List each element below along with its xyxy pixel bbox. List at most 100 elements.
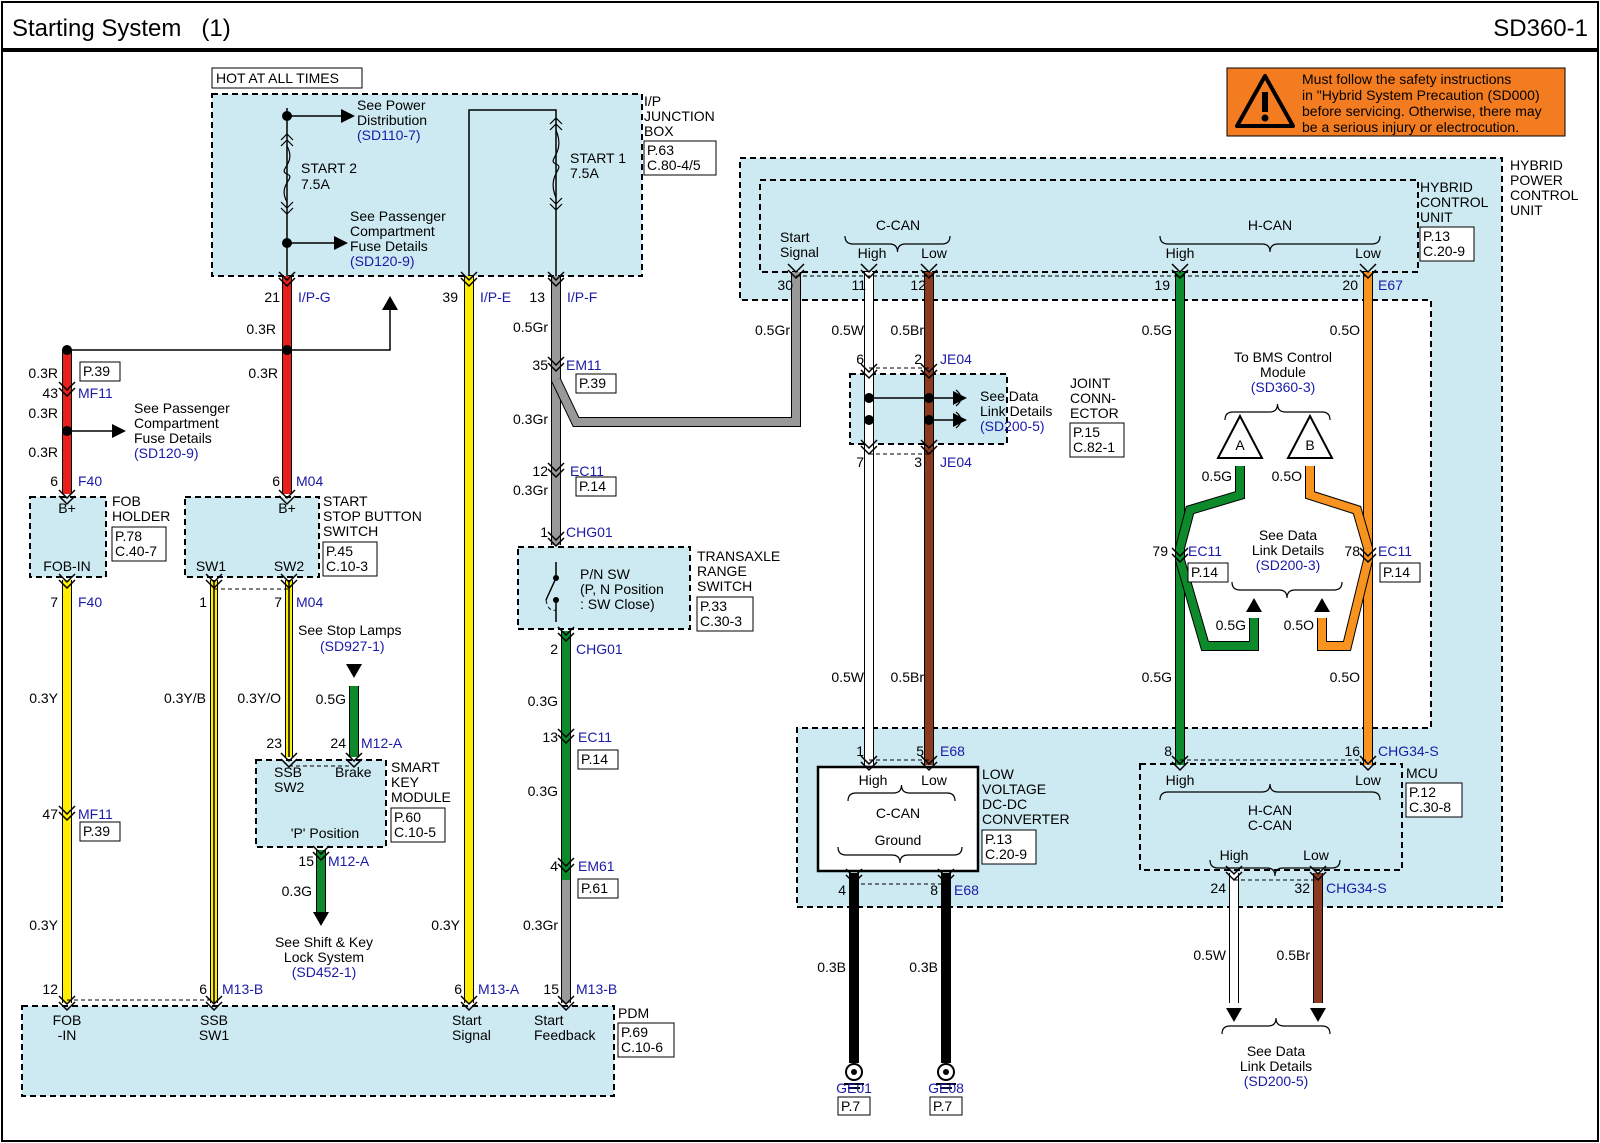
mcu-high: High	[1166, 772, 1195, 788]
wire-label-g03b: 0.3G	[528, 693, 558, 709]
ground-ge01	[844, 1063, 864, 1089]
pdm-sf-1: Start	[534, 1012, 564, 1028]
pin-p24: 24	[330, 735, 346, 751]
pcfd-2: Compartment	[350, 223, 435, 239]
hcu-high: High	[858, 245, 887, 261]
power-dist-link: (SD110-7)	[357, 127, 421, 143]
smk-sw2: SW2	[274, 779, 305, 795]
page-code: SD360-1	[1493, 15, 1588, 42]
wire-label-o05a: 0.5O	[1330, 322, 1360, 338]
conn-12	[920, 263, 938, 280]
pcfd-1: See Passenger	[350, 208, 446, 224]
pin-p47: 47	[42, 806, 58, 822]
mcu-ccan: C-CAN	[1248, 817, 1292, 833]
mcu-low2: Low	[1303, 847, 1330, 863]
dl3-2: Link Details	[1252, 542, 1324, 558]
fob-ref-line-1: P.78	[115, 528, 142, 544]
conn-m13b2	[557, 995, 575, 1012]
pin-em61: EM61	[578, 858, 615, 874]
ldc-low: Low	[921, 772, 948, 788]
pin-p6d: 6	[454, 981, 462, 997]
smart-key-box	[255, 759, 387, 848]
jc-link: (SD200-5)	[980, 418, 1045, 434]
mcu-high2: High	[1220, 847, 1249, 863]
brace-dl5	[1221, 1017, 1331, 1035]
conn-20	[1359, 263, 1377, 280]
pin-m13b: M13-B	[222, 981, 263, 997]
trs-arc	[545, 599, 557, 611]
pdm-ref-line-1: P.69	[621, 1024, 648, 1040]
pin-m12a2: M12-A	[328, 853, 370, 869]
smk-name-3: MODULE	[391, 789, 451, 805]
conn-je04a	[860, 363, 878, 380]
stop-lamps-link: (SD927-1)	[320, 638, 385, 654]
tri-b: B	[1286, 413, 1334, 459]
pin-p2b: 2	[914, 351, 922, 367]
ref-p14a-line-1: P.14	[579, 478, 606, 494]
ldc-ccan: C-CAN	[876, 805, 920, 821]
pcfd-link: (SD120-9)	[350, 253, 415, 269]
pdm-ref-line-2: C.10-6	[621, 1039, 663, 1055]
wire-label-g05e: 0.5G	[1142, 669, 1172, 685]
dl3-link: (SD200-3)	[1256, 557, 1321, 573]
hcu-start-1: Start	[780, 229, 810, 245]
ipjb-ref	[643, 140, 717, 176]
mcu-box	[1139, 763, 1403, 871]
wire-label-g05c: 0.5G	[1202, 468, 1232, 484]
pin-p5: 5	[916, 743, 924, 759]
wire-label-g05a: 0.5G	[316, 691, 346, 707]
ge01-ref	[837, 1096, 871, 1116]
wire-label-gr05: 0.5Gr	[513, 319, 548, 335]
pin-p39: 39	[442, 289, 458, 305]
mcu-low: Low	[1355, 772, 1382, 788]
trs-line-1: P/N SW	[580, 566, 631, 582]
fob-side-link: (SD120-9)	[134, 445, 199, 461]
wire-label-yo: 0.3Y/O	[237, 690, 281, 706]
brace-hcan	[1159, 235, 1381, 253]
ssb-name-3: SWITCH	[323, 523, 378, 539]
pin-ec11c: EC11	[1188, 543, 1222, 559]
wire-label-r03a: 0.3R	[246, 321, 276, 337]
pin-mf11b: MF11	[78, 806, 113, 822]
tri-a: A	[1216, 413, 1264, 459]
jc-name-3: ECTOR	[1070, 405, 1119, 421]
warning-line-2: in "Hybrid System Precaution (SD000)	[1302, 87, 1540, 103]
ge08: GE08	[928, 1080, 964, 1096]
ssb-name-2: STOP BUTTON	[323, 508, 422, 524]
wire-label-g05d: 0.5G	[1216, 617, 1246, 633]
brace-ldc-bot	[837, 846, 963, 864]
fob-holder-box	[29, 496, 107, 578]
ref-p14d	[1379, 562, 1421, 583]
fob-name-1: FOB	[112, 493, 141, 509]
hpcu-name-1: HYBRID	[1510, 157, 1563, 173]
pin-p8: 8	[930, 882, 938, 898]
wire-label-gr03c: 0.3Gr	[523, 917, 558, 933]
conn-m12a	[280, 752, 298, 769]
arrow-stop-lamps	[346, 664, 362, 678]
dl5-2: Link Details	[1240, 1058, 1312, 1074]
ge01: GE01	[836, 1080, 872, 1096]
jc-name-1: JOINT	[1070, 375, 1111, 391]
dl3-1: See Data	[1259, 527, 1318, 543]
fob-side-3: Fuse Details	[134, 430, 212, 446]
smk-name-2: KEY	[391, 774, 420, 790]
start1-1: START 1	[570, 150, 626, 166]
ground-ge08	[936, 1063, 956, 1089]
mcu-hcan: H-CAN	[1248, 802, 1292, 818]
hcu-name-3: UNIT	[1420, 209, 1453, 225]
conn-m12a3	[312, 845, 330, 862]
ssb-ref-line-1: P.45	[326, 543, 353, 559]
wire-label-g03c: 0.3G	[528, 783, 558, 799]
arrow-jc-a	[953, 391, 967, 405]
smk-name-1: SMART	[391, 759, 440, 775]
fob-side-2: Compartment	[134, 415, 219, 431]
ipjb-ref-line-1: P.63	[647, 142, 674, 158]
hcu-name-2: CONTROL	[1420, 194, 1489, 210]
ipjb-name-1: I/P	[644, 93, 661, 109]
shift-2: Lock System	[284, 949, 364, 965]
pin-e67: E67	[1378, 277, 1403, 293]
hcu-start-2: Signal	[780, 244, 819, 260]
pin-p12b: 12	[532, 463, 548, 479]
warning-line-1: Must follow the safety instructions	[1302, 71, 1511, 87]
